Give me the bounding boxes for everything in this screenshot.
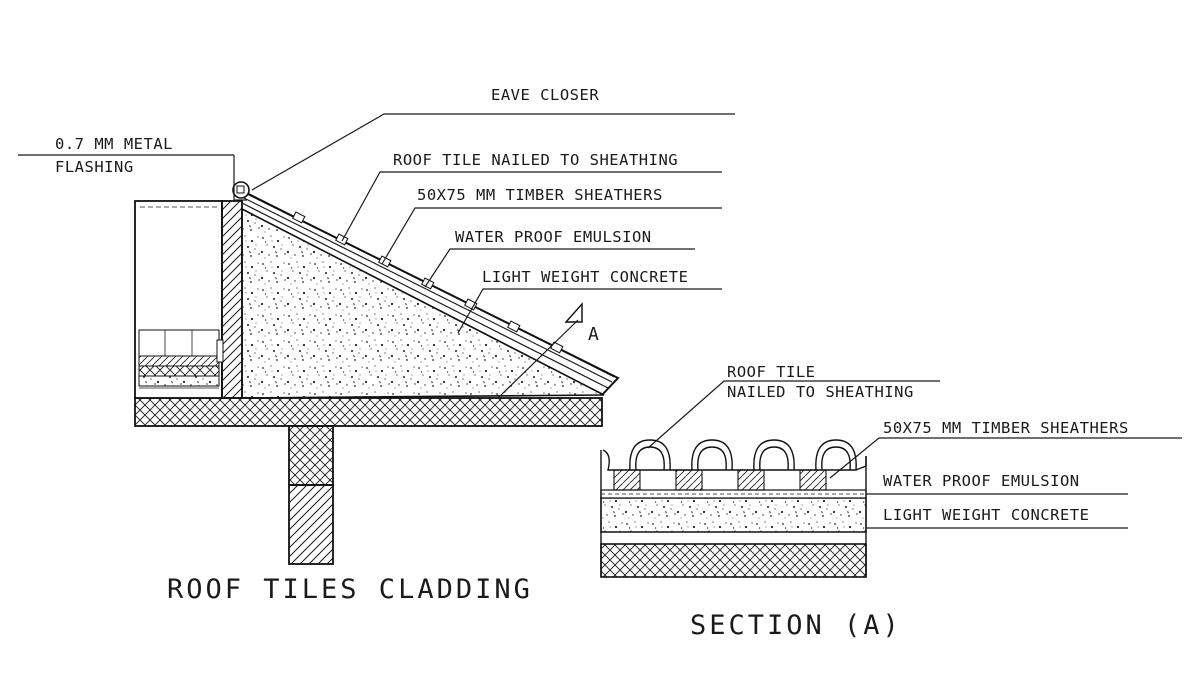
section-slab <box>600 543 867 578</box>
section-roof-tile-label-line2: NAILED TO SHEATHING <box>727 383 914 401</box>
waterproof-emulsion-label: WATER PROOF EMULSION <box>455 228 652 246</box>
section-timber-blocks <box>613 469 827 491</box>
lightweight-concrete-label: LIGHT WEIGHT CONCRETE <box>482 268 688 286</box>
section-tiles <box>600 439 867 577</box>
section-title: SECTION (A) <box>690 610 902 641</box>
column <box>288 425 334 565</box>
section-marker-a: A <box>564 302 599 345</box>
roof-tiles-cladding-detail: A EAVE CLOSER 0.7 MM METAL FLASHING ROOF… <box>18 86 735 605</box>
parapet-gutter <box>134 200 243 399</box>
eave-closer-label: EAVE CLOSER <box>491 86 599 104</box>
section-concrete <box>600 497 867 533</box>
section-waterproof-label: WATER PROOF EMULSION <box>883 472 1080 490</box>
main-detail-title: ROOF TILES CLADDING <box>167 574 533 605</box>
flashing-label-line1: 0.7 MM METAL <box>55 135 173 153</box>
leader-lines <box>18 113 735 399</box>
section-concrete-label: LIGHT WEIGHT CONCRETE <box>883 506 1089 524</box>
timber-sheathers-label: 50X75 MM TIMBER SHEATHERS <box>417 186 663 204</box>
section-timber-label: 50X75 MM TIMBER SHEATHERS <box>883 419 1129 437</box>
roof-layers <box>239 189 620 396</box>
section-a-detail: ROOF TILE NAILED TO SHEATHING 50X75 MM T… <box>600 363 1182 641</box>
eave-closer-flashing <box>232 155 250 201</box>
flashing-label-line2: FLASHING <box>55 158 134 176</box>
light-weight-concrete-fill <box>241 207 605 399</box>
section-leader-lines <box>647 380 1182 529</box>
section-marker-label: A <box>588 324 599 345</box>
roof-tile-label: ROOF TILE NAILED TO SHEATHING <box>393 151 678 169</box>
roof-slab <box>134 397 603 427</box>
section-roof-tile-label-line1: ROOF TILE <box>727 363 816 381</box>
